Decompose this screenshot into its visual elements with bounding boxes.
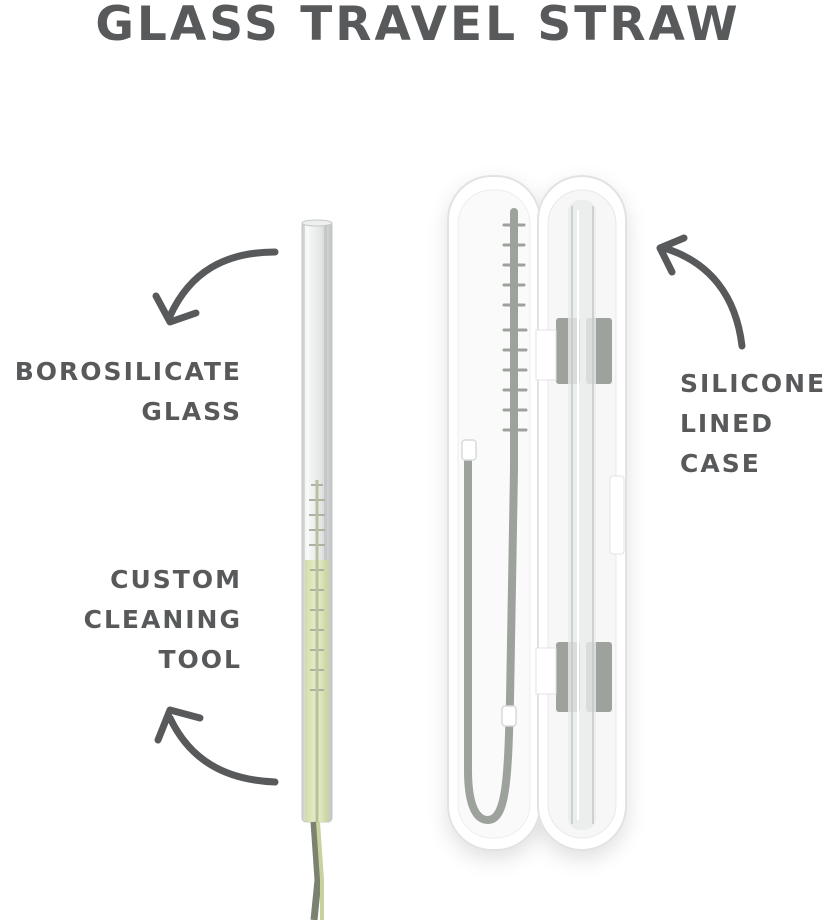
glass-straw — [301, 219, 333, 920]
label-silicone-lined-case: SILICONE LINED CASE — [680, 364, 826, 484]
label-line: TOOL — [158, 645, 242, 674]
label-borosilicate-glass: BOROSILICATE GLASS — [0, 352, 242, 432]
label-line: CLEANING — [83, 605, 242, 634]
label-line: CASE — [680, 449, 761, 478]
case-glass-straw — [568, 200, 596, 830]
label-line: GLASS — [141, 397, 242, 426]
silicone-lined-case — [447, 175, 627, 851]
curved-arrow-icon — [152, 248, 279, 326]
label-custom-cleaning-tool: CUSTOM CLEANING TOOL — [0, 560, 242, 680]
label-line: CUSTOM — [110, 565, 242, 594]
label-line: BOROSILICATE — [14, 357, 242, 386]
label-line: LINED — [680, 409, 774, 438]
label-line: SILICONE — [680, 369, 827, 398]
page-title: GLASS TRAVEL STRAW — [95, 0, 741, 52]
curved-arrow-icon — [154, 706, 279, 786]
case-cleaning-tool — [461, 208, 528, 825]
curved-arrow-icon — [656, 234, 746, 350]
